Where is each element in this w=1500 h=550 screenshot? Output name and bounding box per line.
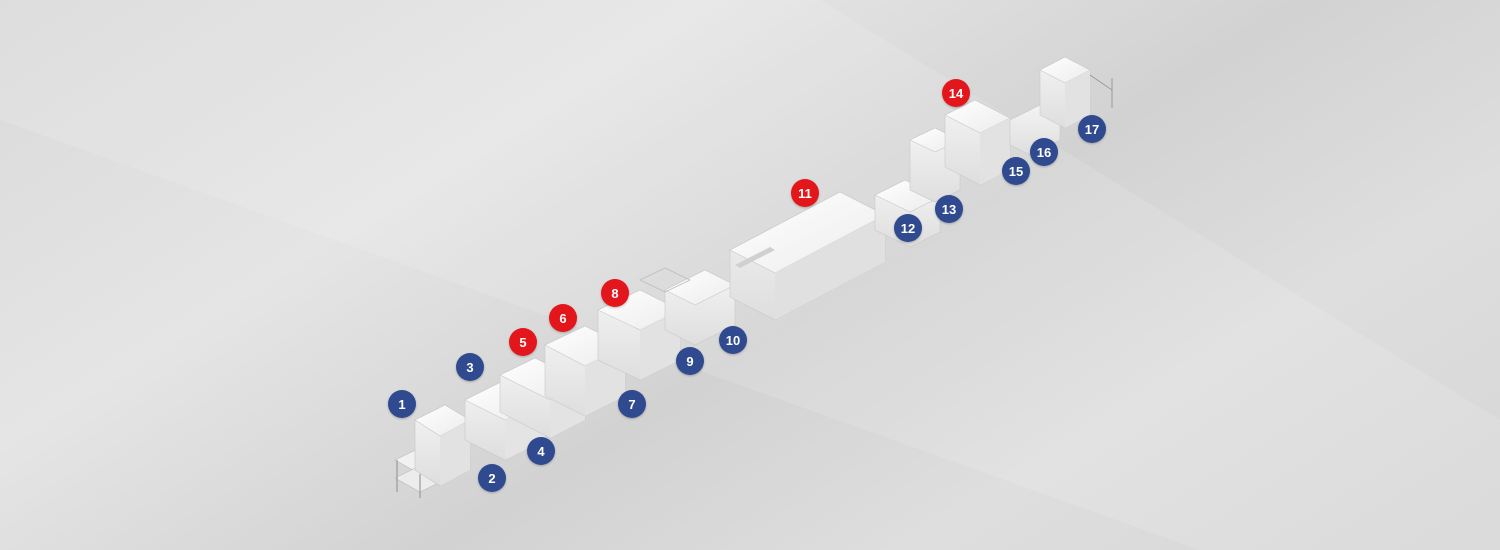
station-marker-12[interactable]: 12 xyxy=(894,214,922,242)
station-marker-4[interactable]: 4 xyxy=(527,437,555,465)
station-marker-2[interactable]: 2 xyxy=(478,464,506,492)
marker-number: 4 xyxy=(537,443,545,459)
machine-group-2-4 xyxy=(464,357,586,461)
marker-number: 3 xyxy=(466,359,474,375)
marker-number: 1 xyxy=(398,396,406,412)
station-marker-7[interactable]: 7 xyxy=(618,390,646,418)
marker-number: 7 xyxy=(628,396,636,412)
marker-number: 12 xyxy=(900,220,916,236)
station-marker-1[interactable]: 1 xyxy=(388,390,416,418)
marker-number: 14 xyxy=(948,85,964,101)
marker-number: 15 xyxy=(1008,163,1024,179)
station-marker-15[interactable]: 15 xyxy=(1002,157,1030,185)
station-marker-11[interactable]: 11 xyxy=(791,179,819,207)
station-marker-14[interactable]: 14 xyxy=(942,79,970,107)
marker-number: 9 xyxy=(686,353,694,369)
marker-number: 16 xyxy=(1036,144,1052,160)
marker-number: 5 xyxy=(519,334,527,350)
marker-number: 13 xyxy=(941,201,957,217)
marker-number: 17 xyxy=(1084,121,1100,137)
station-marker-3[interactable]: 3 xyxy=(456,353,484,381)
marker-number: 2 xyxy=(488,470,496,486)
marker-number: 10 xyxy=(725,332,741,348)
station-marker-17[interactable]: 17 xyxy=(1078,115,1106,143)
station-marker-13[interactable]: 13 xyxy=(935,195,963,223)
machine-group-8-10 xyxy=(597,267,736,381)
marker-number: 8 xyxy=(611,285,619,301)
machine-loader xyxy=(394,404,471,498)
station-marker-8[interactable]: 8 xyxy=(601,279,629,307)
station-marker-5[interactable]: 5 xyxy=(509,328,537,356)
station-marker-10[interactable]: 10 xyxy=(719,326,747,354)
station-marker-6[interactable]: 6 xyxy=(549,304,577,332)
station-marker-9[interactable]: 9 xyxy=(676,347,704,375)
marker-number: 11 xyxy=(798,185,812,201)
machine-oven xyxy=(729,191,886,321)
machine-group-12-13 xyxy=(874,127,961,248)
station-marker-16[interactable]: 16 xyxy=(1030,138,1058,166)
machine-unloader xyxy=(1039,56,1113,129)
marker-number: 6 xyxy=(559,310,567,326)
